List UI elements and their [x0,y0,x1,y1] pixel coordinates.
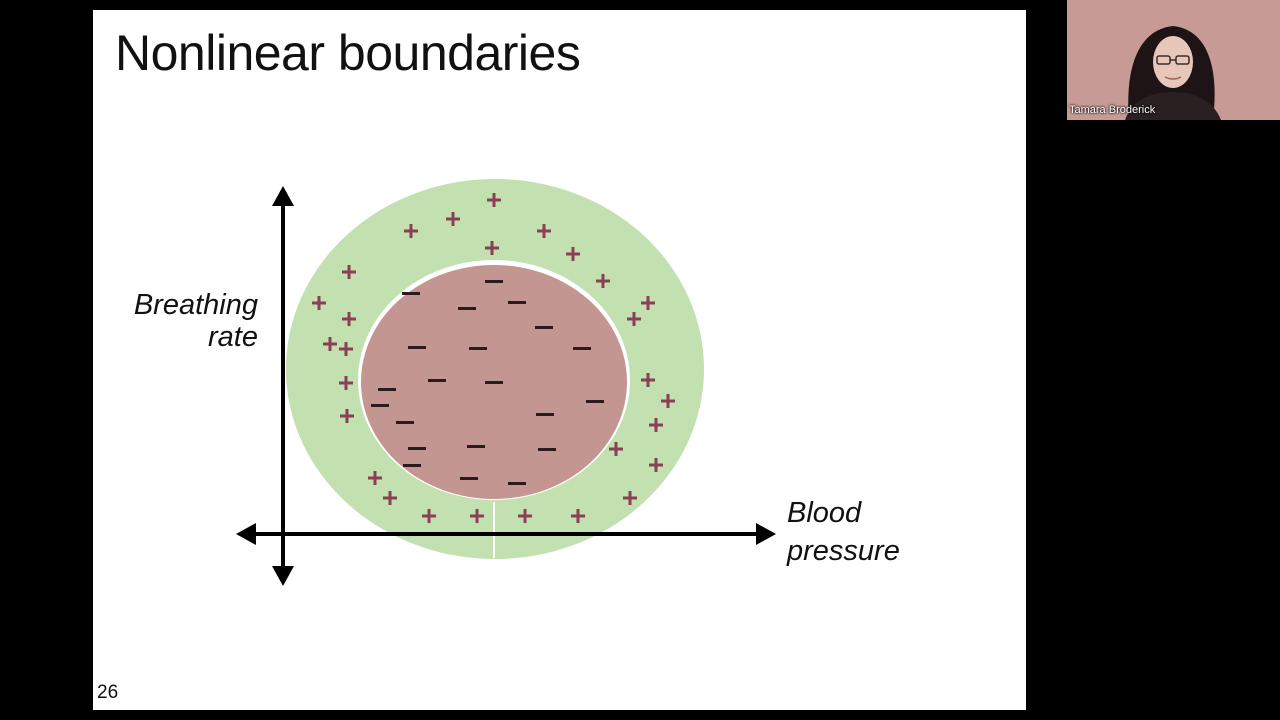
minus-marker [535,326,553,329]
y-axis-arrow-up [272,186,294,206]
plus-marker [649,418,663,432]
plus-marker [383,491,397,505]
plus-marker [641,296,655,310]
minus-marker [408,346,426,349]
y-axis-arrow-down [272,566,294,586]
minus-marker [371,404,389,407]
minus-marker [460,477,478,480]
plus-marker [485,241,499,255]
plus-marker [571,509,585,523]
x-axis-arrow-left [236,523,256,545]
y-axis-label-line2: rate [208,321,258,353]
minus-marker [508,482,526,485]
minus-marker [469,347,487,350]
minus-marker [378,388,396,391]
plus-marker [422,509,436,523]
plus-marker [323,337,337,351]
plus-marker [609,442,623,456]
plus-marker [566,247,580,261]
slide-title: Nonlinear boundaries [115,25,581,81]
x-axis-arrow-right [756,523,776,545]
plus-marker [537,224,551,238]
minus-marker [403,464,421,467]
plus-marker [596,274,610,288]
participant-video-tile[interactable]: Tamara Broderick [1067,0,1280,120]
minus-marker [396,421,414,424]
presentation-slide: Nonlinear boundaries Breathing rate [93,10,1026,710]
minus-marker [573,347,591,350]
plus-marker [487,193,501,207]
minus-marker [458,307,476,310]
minus-marker [586,400,604,403]
plus-marker [470,509,484,523]
positive-points [312,193,675,523]
axes [236,186,776,586]
minus-marker [408,447,426,450]
x-axis-label-line1: Blood [787,497,862,529]
plus-marker [340,409,354,423]
x-axis-label-line2: pressure [786,535,900,567]
slide-page-number: 26 [97,682,119,703]
minus-marker [467,445,485,448]
participant-name-label: Tamara Broderick [1069,104,1156,116]
plus-marker [339,376,353,390]
plus-marker [339,342,353,356]
minus-marker [485,280,503,283]
y-axis-label-line1: Breathing [134,289,258,321]
participant-video-feed [1067,0,1280,120]
plus-marker [368,471,382,485]
plus-marker [623,491,637,505]
plus-marker [649,458,663,472]
plus-marker [342,312,356,326]
nonlinear-boundary-figure: Breathing rate Blood pressure [134,179,900,586]
plus-marker [641,373,655,387]
minus-marker [538,448,556,451]
plus-marker [627,312,641,326]
minus-marker [536,413,554,416]
plus-marker [661,394,675,408]
plus-marker [446,212,460,226]
minus-marker [402,292,420,295]
minus-marker [485,381,503,384]
negative-points [371,280,604,485]
plus-marker [404,224,418,238]
plus-marker [312,296,326,310]
plus-marker [518,509,532,523]
minus-marker [508,301,526,304]
minus-marker [428,379,446,382]
plus-marker [342,265,356,279]
